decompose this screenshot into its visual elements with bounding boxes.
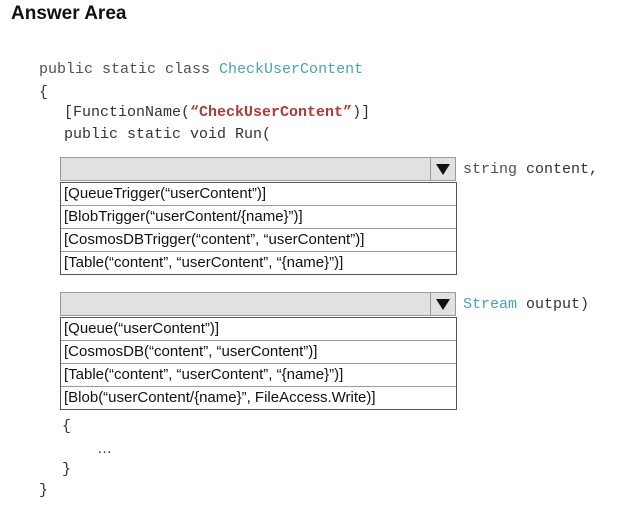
function-name-attribute: [FunctionName(“CheckUserContent”)] (64, 104, 370, 121)
param2-type: Stream (463, 296, 518, 313)
output-option[interactable]: [Blob(“userContent/{name}”, FileAccess.W… (61, 386, 456, 409)
param2-declaration: Stream output) (463, 296, 589, 313)
trigger-dropdown[interactable] (60, 157, 456, 181)
class-declaration: public static class CheckUserContent (39, 61, 363, 78)
class-name: CheckUserContent (219, 61, 364, 78)
output-option[interactable]: [CosmosDB(“content”, “userContent”)] (61, 340, 456, 363)
attribute-prefix: [FunctionName( (64, 104, 191, 121)
method-open-brace: { (62, 418, 72, 435)
param1-declaration: string content, (463, 161, 598, 178)
answer-area-heading: Answer Area (11, 3, 127, 24)
output-option[interactable]: [Queue(“userContent”)] (64, 320, 220, 337)
class-open-brace: { (39, 84, 49, 101)
param2-name: output) (526, 296, 590, 313)
chevron-down-icon[interactable] (430, 158, 455, 180)
param1-name: content, (526, 161, 599, 178)
param1-type: string (463, 161, 518, 178)
trigger-option[interactable]: [QueueTrigger(“userContent”)] (64, 185, 267, 202)
trigger-option-list: [QueueTrigger(“userContent”)] [BlobTrigg… (60, 182, 457, 275)
output-option-list: [Queue(“userContent”)] [CosmosDB(“conten… (60, 317, 457, 410)
method-close-brace: } (62, 461, 72, 478)
class-keywords: public static class (39, 61, 211, 78)
method-body-ellipsis: … (97, 440, 112, 457)
method-signature: public static void Run( (64, 126, 272, 143)
output-option[interactable]: [Table(“content”, “userContent”, “{name}… (61, 363, 456, 386)
trigger-option[interactable]: [CosmosDBTrigger(“content”, “userContent… (61, 228, 456, 251)
output-binding-dropdown[interactable] (60, 292, 456, 316)
attribute-string: “CheckUserContent” (190, 104, 353, 121)
attribute-suffix: )] (352, 104, 371, 121)
class-close-brace: } (39, 482, 49, 499)
trigger-option[interactable]: [Table(“content”, “userContent”, “{name}… (61, 251, 456, 274)
chevron-down-icon[interactable] (430, 293, 455, 315)
trigger-option[interactable]: [BlobTrigger(“userContent/{name}”)] (61, 205, 456, 228)
